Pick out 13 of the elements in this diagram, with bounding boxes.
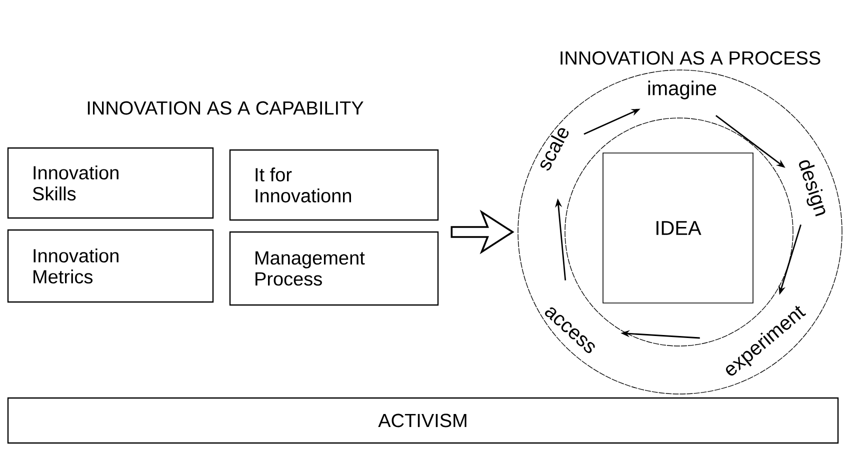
- cycle-step-label: scale: [540, 128, 569, 170]
- cycle-step-label: imagine: [648, 80, 716, 100]
- ring-circle: [518, 70, 842, 394]
- section-heading: INNOVATION AS A CAPABILITY: [88, 101, 364, 115]
- capability-box: It for Innovationn: [229, 149, 439, 221]
- cycle-step-label: design: [799, 160, 826, 216]
- capability-box: Innovation Metrics: [7, 229, 214, 303]
- capability-box: Management Process: [229, 231, 439, 306]
- idea-box: IDEA: [602, 152, 754, 304]
- section-heading: INNOVATION AS A PROCESS: [560, 51, 820, 65]
- activism-bar: ACTIVISM: [7, 397, 839, 444]
- capability-box: Innovation Skills: [7, 147, 214, 219]
- hollow-arrow: [450, 210, 514, 254]
